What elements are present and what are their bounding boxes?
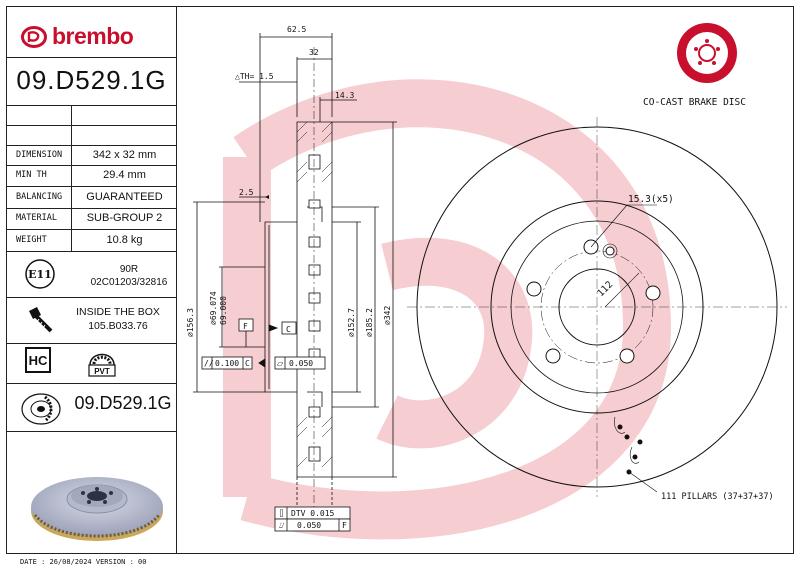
spec-row-weight: WEIGHT 10.8 kg: [16, 234, 143, 246]
divider: [7, 145, 176, 146]
divider: [7, 229, 176, 230]
spec-row-min-th: MIN TH 29.4 mm: [16, 169, 146, 181]
tol-parallel: 0.050: [289, 359, 313, 368]
brake-disc-icon: [21, 393, 61, 425]
footer-date-version: DATE : 26/08/2024 VERSION : 00: [20, 558, 147, 566]
dim-hat-diameter: ⌀156.3: [186, 308, 195, 337]
screw-icon: [29, 307, 53, 333]
part-number: 09.D529.1G: [16, 65, 167, 95]
flatness-symbol: ⏥: [277, 359, 284, 368]
divider: [71, 145, 72, 251]
dim-center-bore-max: ⌀69.074: [209, 291, 218, 325]
datum-f: F: [243, 322, 248, 331]
tol-runout-ref: C: [245, 359, 250, 368]
brembo-logo-icon: [21, 25, 47, 48]
pvt-icon: PVT: [88, 353, 116, 377]
disc-render-image: [31, 477, 163, 541]
hc-badge: HC: [25, 347, 51, 373]
divider: [7, 57, 176, 58]
drawing-sheet: brembo 09.D529.1G DIMENSION 342 x 32 mm …: [6, 6, 794, 554]
divider: [7, 251, 176, 252]
regulation: 90R: [119, 264, 139, 275]
dim-thickness: 32: [309, 48, 319, 57]
spec-row-material: MATERIAL SUB-GROUP 2: [16, 212, 163, 224]
spec-row-balancing: BALANCING GUARANTEED: [16, 191, 163, 203]
divider: [7, 431, 176, 432]
brand-logo: brembo: [21, 23, 134, 50]
inside-box-label: INSIDE THE BOX: [76, 306, 160, 318]
divider: [7, 165, 176, 166]
pvt-label: PVT: [94, 367, 110, 376]
spec-panel: brembo 09.D529.1G DIMENSION 342 x 32 mm …: [7, 7, 177, 553]
approval-code: 02C01203/32816: [90, 277, 168, 288]
divider: [7, 208, 176, 209]
e11-mark: E11: [28, 268, 52, 281]
tol-dtv: DTV 0.015: [291, 509, 335, 518]
tol-flat: 0.050: [297, 521, 321, 530]
tol-runout: 0.100: [215, 359, 239, 368]
technical-drawing: 62.5 32 △TH= 1.5 14.3 2.5 ⌀156.3 ⌀69.074…: [186, 25, 787, 532]
flat-symbol: ⌰: [279, 521, 285, 530]
brand-name: brembo: [52, 23, 134, 49]
divider: [7, 186, 176, 187]
divider: [7, 343, 176, 344]
dim-pcd: 112: [595, 279, 615, 299]
dim-outer-diameter: ⌀342: [383, 306, 392, 325]
dim-hat-depth: 14.3: [335, 91, 354, 100]
dim-hat-wall: 2.5: [239, 188, 254, 197]
divider: [7, 383, 176, 384]
cocast-label: CO-CAST BRAKE DISC: [643, 97, 746, 108]
inside-box-part: 105.B033.76: [88, 320, 148, 332]
spec-row-dimension: DIMENSION 342 x 32 mm: [16, 149, 157, 161]
dim-bolt-hole: 15.3(x5): [628, 194, 674, 205]
tol-flat-ref: F: [342, 521, 347, 530]
dim-inner-friction: ⌀152.7: [347, 308, 356, 337]
divider: [7, 105, 176, 106]
divider: [7, 297, 176, 298]
cocast-icon: [677, 23, 737, 83]
datum-c: C: [286, 325, 291, 334]
runout-symbol: //: [204, 359, 214, 368]
dim-overall-offset: 62.5: [287, 25, 306, 34]
part-number-small: 09.D529.1G: [74, 393, 172, 413]
pillars-label: 111 PILLARS (37+37+37): [661, 492, 774, 502]
dim-th-variation: △TH= 1.5: [235, 72, 274, 81]
dtv-symbol: ⌷: [279, 509, 284, 518]
e11-certification-icon: E11: [25, 259, 55, 289]
divider: [71, 105, 72, 145]
dim-vent-diameter: ⌀185.2: [365, 308, 374, 337]
divider: [7, 125, 176, 126]
dim-center-bore-min: 69.000: [219, 296, 228, 325]
